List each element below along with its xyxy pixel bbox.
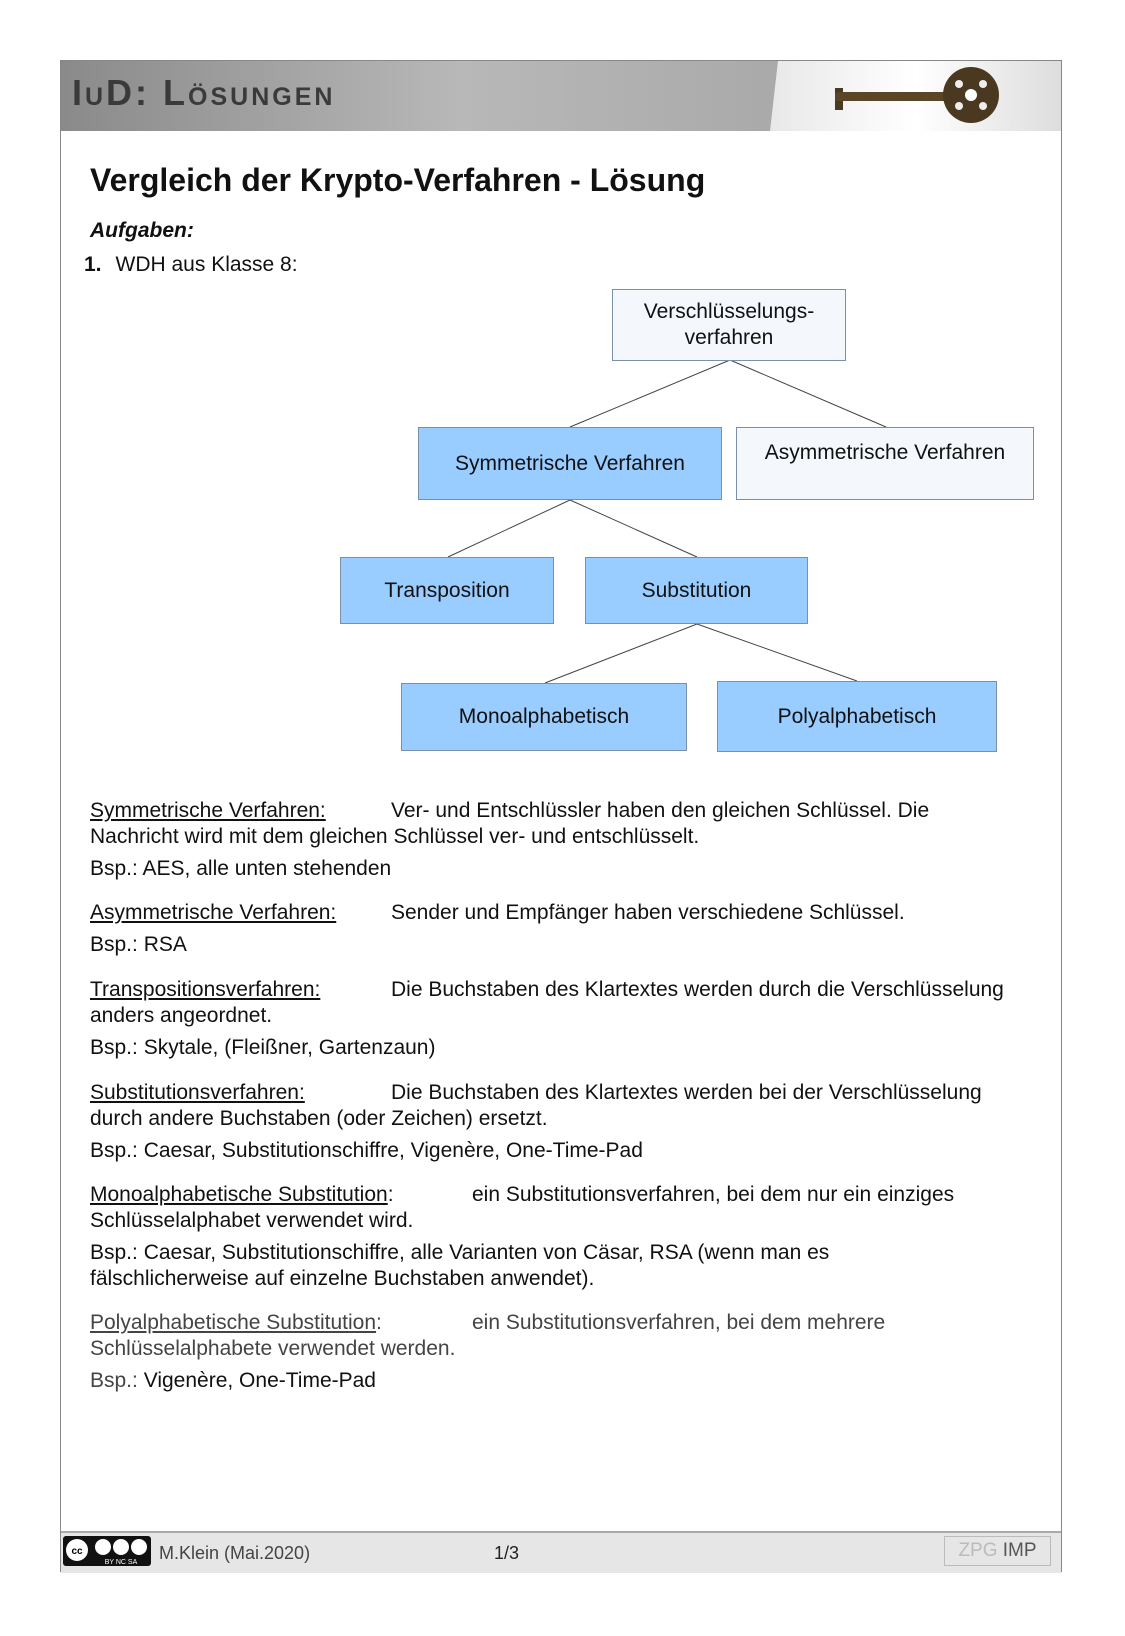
definition-text: Schlüsselalphabete verwendet werden.	[90, 1337, 456, 1360]
node-monoalphabetisch: Monoalphabetisch	[401, 683, 687, 751]
example: Vigenère, One-Time-Pad	[143, 1369, 376, 1392]
license-text: BY NC SA	[105, 1559, 138, 1566]
connector-sym-subst	[569, 499, 698, 558]
task-number: 1.	[84, 253, 102, 276]
connector-root-asym	[729, 359, 887, 428]
definition-transposition: Transpositionsverfahren: Die Buchstaben d…	[90, 977, 1060, 1061]
zpg-imp-logo: ZPG IMP	[944, 1536, 1051, 1566]
definition-text: durch andere Buchstaben (oder Zeichen) e…	[90, 1107, 548, 1130]
key-icon	[835, 67, 999, 123]
definition-text: Die Buchstaben des Klartextes werden bei…	[391, 1081, 982, 1104]
term: Polyalphabetische Substitution	[90, 1311, 377, 1334]
definition-text: Die Buchstaben des Klartextes werden dur…	[391, 978, 1004, 1001]
example: Bsp.: AES, alle unten stehenden	[90, 857, 392, 880]
definition-text: Sender und Empfänger haben verschiedene …	[391, 901, 905, 924]
connector-sym-trans	[447, 499, 571, 558]
colon: :	[387, 1183, 394, 1206]
definition-asymmetrisch: Asymmetrische Verfahren: Sender und Empfä…	[90, 900, 1060, 958]
example: Bsp.: Caesar, Substitutionschiffre, Vige…	[90, 1139, 643, 1162]
definition-polyalphabetisch: Polyalphabetische Substitution: ein Subst…	[90, 1310, 1060, 1394]
node-verschluesselungsverfahren: Verschlüsselungs-verfahren	[612, 289, 846, 361]
page-title: Vergleich der Krypto-Verfahren - Lösung	[90, 162, 706, 198]
node-transposition: Transposition	[340, 557, 554, 624]
footer-bar	[61, 1531, 1061, 1573]
node-asymmetrisch: Asymmetrische Verfahren	[736, 427, 1034, 500]
term: Substitutionsverfahren:	[90, 1081, 305, 1104]
definition-text: Nachricht wird mit dem gleichen Schlüsse…	[90, 825, 700, 848]
footer-page-number: 1/3	[494, 1543, 520, 1563]
tasks-heading: Aufgaben:	[90, 219, 194, 242]
task-1: 1. WDH aus Klasse 8:	[84, 253, 298, 277]
term: Monoalphabetische Substitution	[90, 1183, 388, 1206]
definition-text: anders angeordnet.	[90, 1004, 273, 1027]
definition-substitution: Substitutionsverfahren: Die Buchstaben de…	[90, 1080, 1060, 1164]
definition-text: ein Substitutionsverfahren, bei dem nur …	[472, 1183, 955, 1206]
zpg-text: ZPG	[958, 1540, 998, 1561]
example: Bsp.: RSA	[90, 933, 187, 956]
term: Transpositionsverfahren:	[90, 978, 321, 1001]
header-title: IuD: Lösungen	[72, 72, 336, 113]
tree-connectors	[447, 359, 887, 684]
footer-author: M.Klein (Mai.2020)	[159, 1543, 311, 1563]
node-symmetrisch: Symmetrische Verfahren	[418, 427, 722, 500]
node-polyalphabetisch: Polyalphabetisch	[717, 681, 997, 752]
definition-text: Ver- und Entschlüssler haben den gleiche…	[391, 799, 930, 822]
task-text: WDH aus Klasse 8:	[115, 253, 298, 276]
definition-symmetrisch: Symmetrische Verfahren: Ver- und Entschlü…	[90, 798, 1060, 882]
definition-text: ein Substitutionsverfahren, bei dem mehr…	[472, 1311, 886, 1334]
cc-license-badge: cc BY NC SA	[63, 1536, 151, 1566]
example-continued: fälschlicherweise auf einzelne Buchstabe…	[90, 1267, 595, 1290]
example: Bsp.: Caesar, Substitutionschiffre, alle…	[90, 1241, 830, 1264]
term: Asymmetrische Verfahren:	[90, 901, 337, 924]
svg-text:cc: cc	[71, 1546, 83, 1557]
term: Symmetrische Verfahren:	[90, 799, 326, 822]
node-label: Verschlüsselungs-	[643, 300, 815, 323]
connector-subst-poly	[696, 623, 858, 682]
node-substitution: Substitution	[585, 557, 808, 624]
definition-text: Schlüsselalphabet verwendet wird.	[90, 1209, 414, 1232]
connector-root-sym	[569, 359, 731, 428]
example: Bsp.: Skytale, (Fleißner, Gartenzaun)	[90, 1036, 436, 1059]
definition-monoalphabetisch: Monoalphabetische Substitution: ein Subst…	[90, 1182, 1060, 1292]
connector-subst-mono	[544, 623, 698, 684]
node-label: verfahren	[684, 326, 774, 349]
colon: :	[376, 1311, 382, 1334]
example-label: Bsp.:	[90, 1369, 138, 1392]
imp-text: IMP	[1002, 1540, 1037, 1561]
